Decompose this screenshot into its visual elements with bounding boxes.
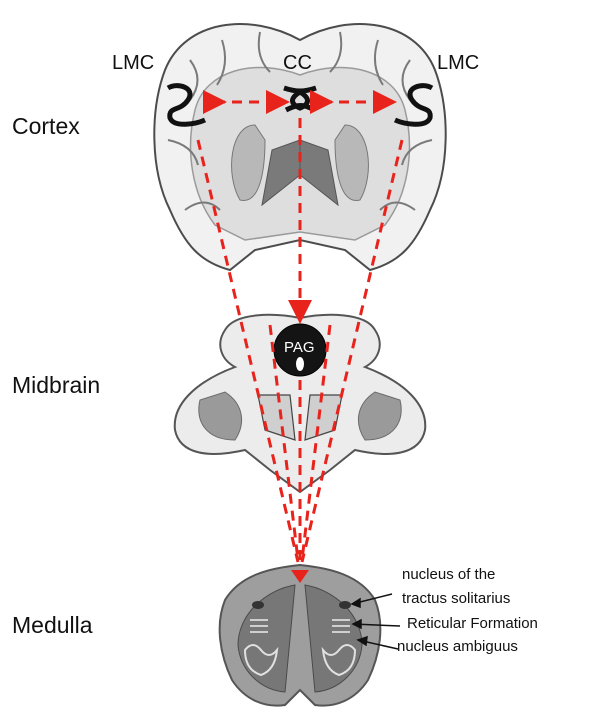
label-cc: CC (283, 52, 312, 75)
level-label-cortex: Cortex (12, 113, 80, 140)
label-reticular-formation: Reticular Formation (407, 615, 538, 632)
label-nts-line1: nucleus of the (402, 566, 495, 583)
label-lmc-left: LMC (112, 52, 154, 75)
label-nucleus-ambiguus: nucleus ambiguus (397, 638, 518, 655)
left-nts (252, 601, 264, 609)
label-lmc-right: LMC (437, 52, 479, 75)
aqueduct (296, 357, 304, 371)
level-label-midbrain: Midbrain (12, 372, 100, 399)
right-nts (339, 601, 351, 609)
label-pag: PAG (284, 339, 315, 356)
level-label-medulla: Medulla (12, 612, 93, 639)
medulla-section (220, 565, 381, 706)
label-nts-line2: tractus solitarius (402, 590, 510, 607)
